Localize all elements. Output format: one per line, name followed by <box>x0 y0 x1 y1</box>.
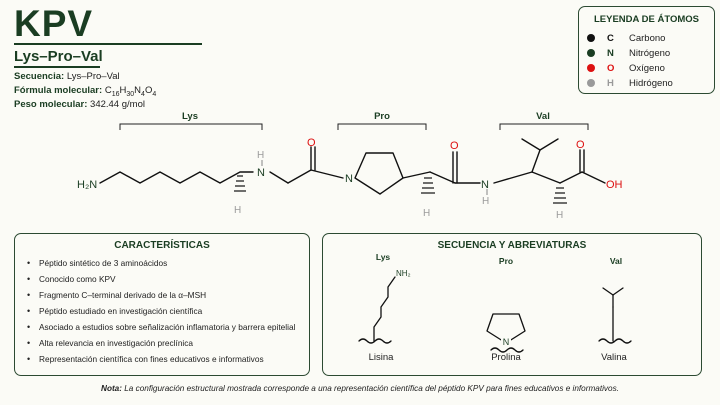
sequence-label: Secuencia: <box>14 71 65 82</box>
ca-co-bond <box>429 171 456 184</box>
oxygen-2-label: O <box>450 140 459 152</box>
oxygen-1-label: O <box>307 137 316 149</box>
ca-cb-bond <box>531 149 541 173</box>
c-oh-bond <box>581 171 606 184</box>
lys-chain <box>99 171 254 184</box>
page-title: KPV <box>14 3 94 44</box>
lys-n-label: N <box>257 167 265 179</box>
subtitle-underline <box>14 66 100 68</box>
note-text: La configuración estructural mostrada co… <box>124 384 619 393</box>
c-cooh-bond <box>559 171 583 184</box>
nh-ca-bond <box>493 171 533 184</box>
lys-nh2-label: NH₂ <box>396 269 411 278</box>
pro-n-small-label: N <box>503 337 510 347</box>
val-h-label: H <box>556 210 563 221</box>
atom-legend: LEYENDA DE ÁTOMOS C Carbono N Nitrógeno … <box>578 6 715 94</box>
note-label: Nota: <box>101 384 122 393</box>
formula-label: Fórmula molecular: <box>14 85 103 96</box>
pro-sidechain-ring <box>486 313 526 344</box>
cb-cg1-bond <box>521 138 541 151</box>
legend-item-carbon: C Carbono <box>587 32 665 44</box>
legend-item-hydrogen: H Hidrógeno <box>587 77 673 89</box>
cb-cg2-bond <box>539 138 559 151</box>
amino-acid-sidechains: NH₂ N <box>358 269 632 353</box>
formula-line: Fórmula molecular: C16H30N4O4 <box>14 85 156 98</box>
sequence-value: Lys–Pro–Val <box>66 71 120 82</box>
lys-nh-label: H <box>257 150 264 161</box>
val-bracket <box>499 123 589 130</box>
pro-ring <box>354 152 404 195</box>
val-n-label: N <box>481 179 489 191</box>
sequence-panel: SECUENCIA Y ABREVIATURAS Lys Pro Val NH₂… <box>322 233 702 376</box>
ring-ca-bond <box>402 171 431 179</box>
val-abbr: Val <box>609 256 623 266</box>
hydrogen-dot-icon <box>587 79 595 87</box>
lys-wavy-bond <box>358 338 392 344</box>
characteristic-item: Representación científica con fines educ… <box>27 354 264 364</box>
weight-line: Peso molecular: 342.44 g/mol <box>14 99 145 110</box>
bond-lines <box>99 138 606 195</box>
n-ch2-bond <box>269 171 289 184</box>
weight-label: Peso molecular: <box>14 99 88 110</box>
characteristic-item: Péptido estudiado en investigación cient… <box>27 306 202 316</box>
carbon-dot-icon <box>587 34 595 42</box>
nitrogen-dot-icon <box>587 49 595 57</box>
pro-abbr: Pro <box>498 256 514 266</box>
sequence-panel-title: SECUENCIA Y ABREVIATURAS <box>437 240 587 251</box>
lys-abbr: Lys <box>375 252 391 262</box>
characteristic-item: Péptido sintético de 3 aminoácidos <box>27 258 167 268</box>
ch2-co-bond <box>287 169 312 184</box>
pro-n-label: N <box>345 173 353 185</box>
amine-label: H₂N <box>77 179 97 191</box>
weight-value: 342.44 g/mol <box>90 99 145 110</box>
characteristic-item: Alta relevancia en investigación preclín… <box>27 338 193 348</box>
page-subtitle: Lys–Pro–Val <box>14 48 103 65</box>
val-full-name: Valina <box>601 352 627 363</box>
legend-item-oxygen: O Oxígeno <box>587 62 665 74</box>
lys-full-name: Lisina <box>368 352 394 363</box>
title-underline <box>14 43 202 45</box>
val-nh-label: H <box>482 196 489 207</box>
pro-full-name: Prolina <box>491 352 521 363</box>
residue-brackets <box>119 123 589 130</box>
ca-cooh-bond <box>531 171 561 184</box>
pro-bracket <box>337 123 427 130</box>
lys-bracket-label: Lys <box>182 111 198 122</box>
hydroxyl-label: OH <box>606 179 623 191</box>
pro-h-label: H <box>423 208 430 219</box>
lys-sidechain <box>373 276 396 342</box>
footer-note: Nota: La configuración estructural mostr… <box>0 384 720 393</box>
characteristic-item: Fragmento C–terminal derivado de la α–MS… <box>27 290 206 300</box>
val-wavy-bond <box>598 338 632 344</box>
legend-title: LEYENDA DE ÁTOMOS <box>593 14 700 25</box>
oxygen-dot-icon <box>587 64 595 72</box>
val-bracket-label: Val <box>536 111 550 122</box>
characteristic-item: Asociado a estudios sobre señalización i… <box>27 322 295 332</box>
kpv-structure-diagram: Lys Pro Val <box>77 111 623 221</box>
pro-wavy-bond <box>490 347 524 353</box>
oxygen-3-label: O <box>576 139 585 151</box>
legend-item-nitrogen: N Nitrógeno <box>587 47 670 59</box>
characteristics-title: CARACTERÍSTICAS <box>114 240 210 251</box>
sequence-line: Secuencia: Lys–Pro–Val <box>14 71 120 82</box>
characteristic-item: Conocido como KPV <box>27 274 116 284</box>
pro-bracket-label: Pro <box>374 111 390 122</box>
formula-value: C16H30N4O4 <box>104 85 157 98</box>
characteristics-panel: CARACTERÍSTICAS Péptido sintético de 3 a… <box>14 233 310 376</box>
lys-h-label: H <box>234 205 241 216</box>
lys-bracket <box>119 123 263 130</box>
atom-labels: H₂N N H H O N H O N H H O OH <box>77 137 623 221</box>
stereo-hashes <box>234 175 567 204</box>
co-n-bond <box>310 169 344 179</box>
